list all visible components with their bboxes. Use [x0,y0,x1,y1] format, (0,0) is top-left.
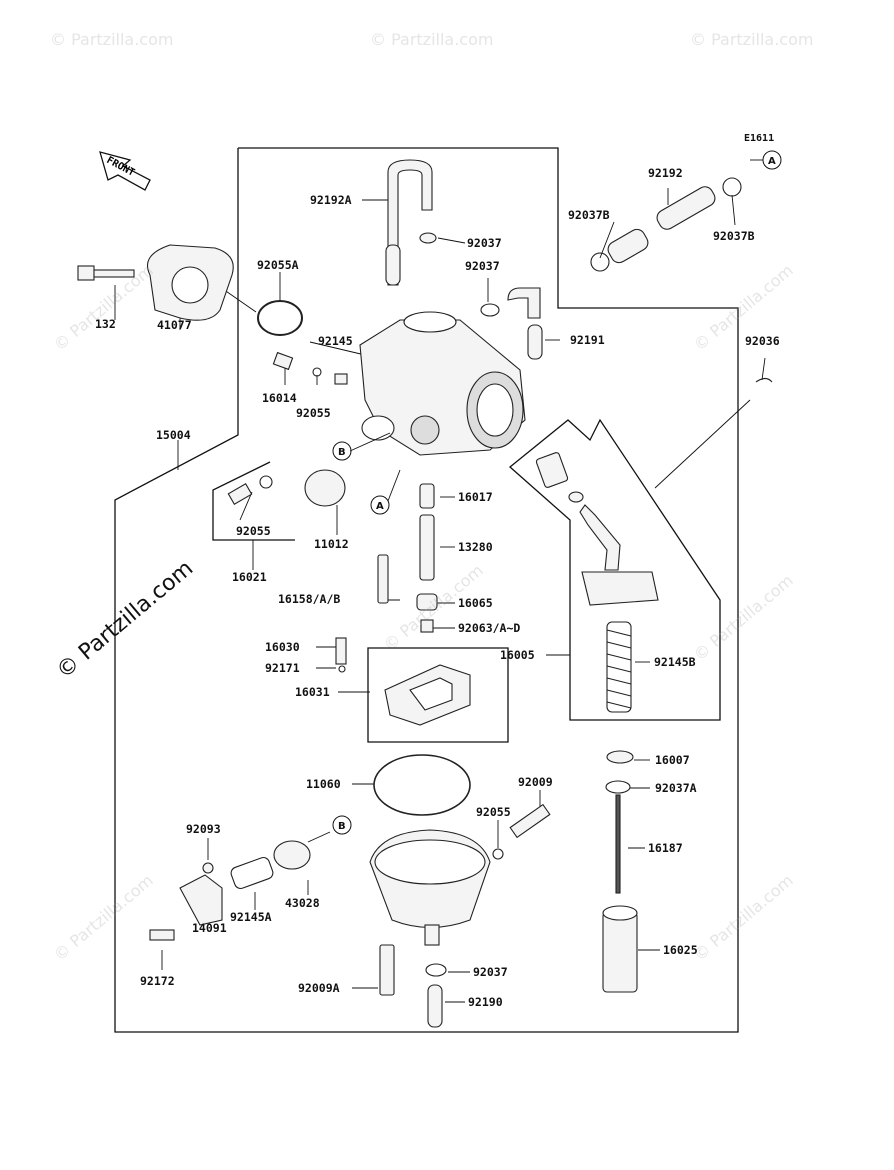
part-label: 92037 [465,259,500,273]
hose-segment-icon [385,244,401,286]
part-label: 92036 [745,334,780,348]
drain-screw-92009a-icon [379,944,395,996]
lever-14091-icon [179,874,223,926]
seat-16007-icon [606,750,634,764]
part-label: 92037B [713,229,755,243]
part-label: 16005 [500,648,535,662]
part-label: 41077 [157,318,192,332]
part-label: 92172 [140,974,175,988]
watermark: © Partzilla.com [370,30,494,49]
part-label: 92192A [310,193,352,207]
part-label: 132 [95,317,116,331]
screw-92172-icon [149,929,175,941]
choke-16005-icon [535,452,659,606]
part-label: 11060 [306,777,341,791]
part-label: 16014 [262,391,297,405]
part-label: 92171 [265,661,300,675]
watermark: © Partzilla.com [50,30,174,49]
part-label: 16031 [295,685,330,699]
part-label: 92037A [655,781,697,795]
float-chamber-icon [369,829,491,946]
part-label: 92063/A~D [458,621,521,635]
throttle-valve-16025-icon [602,905,638,993]
part-label: 92037 [467,236,502,250]
clip-92037-icon [480,303,500,317]
bracket-16005 [508,418,721,721]
part-label: 16007 [655,753,690,767]
hose-92190-icon [427,984,443,1028]
callout-a-top: A [768,156,776,167]
part-label: 16030 [265,640,300,654]
part-label: 92009 [518,775,553,789]
box-16031 [367,647,509,743]
part-label: 92192 [648,166,683,180]
part-label: 43028 [285,896,320,910]
assembly-boundary [114,147,739,1033]
callout-b-bottom: B [338,821,346,832]
watermark: © Partzilla.com [690,30,814,49]
part-label: 92009A [298,981,340,995]
part-label: 92055A [257,258,299,272]
hose-92192-icon [607,186,716,264]
bracket-16021 [212,461,295,541]
washer-92093-icon [202,862,214,874]
screw-16014-icon [272,351,294,371]
callout-a-mid: A [376,501,384,512]
part-label: 92037 [473,965,508,979]
part-label: 92145A [230,910,272,924]
o-ring-92055a-icon [257,300,303,336]
spring-92145a-icon [230,856,274,890]
main-jet-92063-icon [420,619,434,633]
screw-16021-icon [227,483,253,505]
part-label: 14091 [192,921,227,935]
screw-92009-icon [509,803,551,839]
front-arrow-icon [99,151,151,191]
part-label: 92055 [296,406,331,420]
part-label: 92037B [568,208,610,222]
intake-flange-41077-icon [146,244,234,321]
part-label: 11012 [314,537,349,551]
part-label: 16025 [663,943,698,957]
part-label: 13280 [458,540,493,554]
spring-92145b-icon [606,621,632,713]
part-label: 16158/A/B [278,592,341,606]
part-label: 15004 [156,428,191,442]
callout-b-top: B [338,447,346,458]
part-label: 92145 [318,334,353,348]
part-label: 92093 [186,822,221,836]
clip-92037b-right-icon [722,177,742,197]
float-16031-icon [384,664,471,726]
float-valve-16030-icon [335,637,347,665]
part-label: 16021 [232,570,267,584]
part-label: 16065 [458,596,493,610]
jet-needle-16187-icon [615,794,621,894]
part-label: 16017 [458,490,493,504]
clip-92036-icon [755,377,773,383]
callout-circles [332,150,782,835]
carburetor-body-15004-icon [359,311,526,456]
gasket-11060-icon [373,754,471,816]
ring-92171-icon [338,665,346,673]
clip-92037-bottom-icon [425,963,447,977]
bolt-132-icon [77,265,135,281]
clip-92037a-icon [605,780,631,794]
part-label: 92055 [476,805,511,819]
clip-92037b-left-icon [590,252,610,272]
cap-11012-icon [304,469,346,507]
part-label: 92191 [570,333,605,347]
holder-16065-icon [416,593,438,611]
part-label: 16187 [648,841,683,855]
diagram-code: E1611 [744,133,775,144]
hose-92191-icon [507,287,541,319]
part-label: 92055 [236,524,271,538]
jet-13280-icon [419,514,435,581]
needle-jet-16017-icon [419,483,435,509]
pilot-jet-16158-icon [377,554,389,604]
part-label: 92145B [654,655,696,669]
plate-43028-icon [273,840,311,870]
part-label: 92190 [468,995,503,1009]
